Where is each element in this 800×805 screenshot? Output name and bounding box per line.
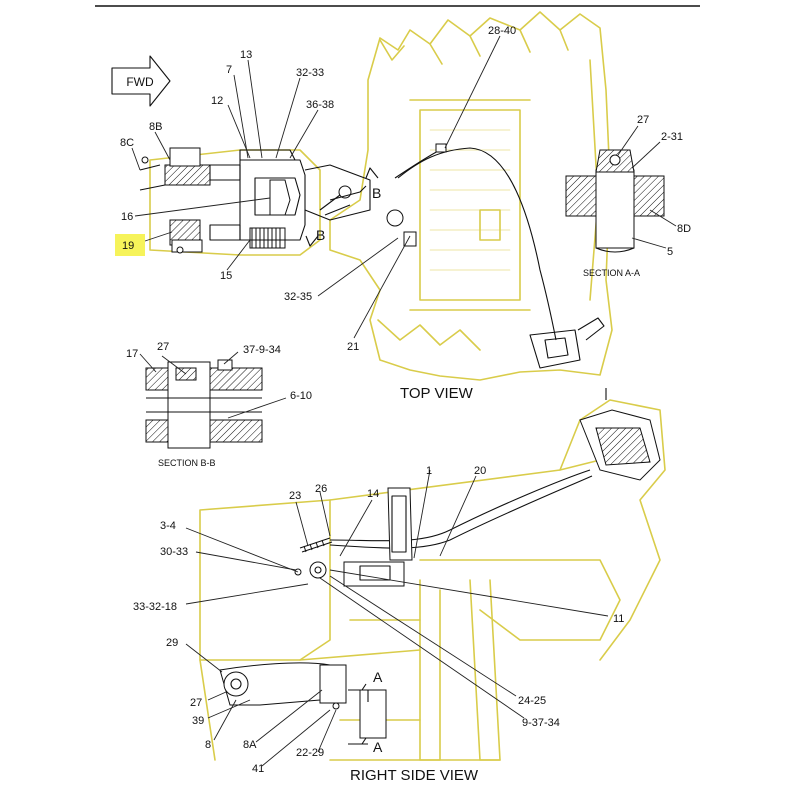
highlight-19 — [115, 234, 145, 256]
callout-20: 20 — [474, 465, 486, 477]
callout-12: 12 — [211, 95, 223, 107]
callout-15: 15 — [220, 270, 232, 282]
callout-41: 41 — [252, 763, 264, 775]
callout-aa-2-31: 2-31 — [661, 131, 683, 143]
callout-7: 7 — [226, 64, 232, 76]
callout-21: 21 — [347, 341, 359, 353]
fwd-label: FWD — [126, 75, 154, 89]
top-view-title: TOP VIEW — [400, 385, 474, 402]
section-aa — [565, 125, 677, 253]
fwd-arrow: FWD — [111, 55, 171, 107]
section-bb-title: SECTION B-B — [158, 458, 216, 468]
callout-aa-5: 5 — [667, 246, 673, 258]
section-bb — [139, 351, 287, 449]
callout-bb-27: 27 — [157, 341, 169, 353]
top-view: B B — [131, 11, 613, 381]
callout-26: 26 — [315, 483, 327, 495]
callout-19[interactable]: 19 — [122, 240, 134, 252]
callout-aa-8d: 8D — [677, 223, 691, 235]
callout-16: 16 — [121, 211, 133, 223]
callout-14: 14 — [367, 488, 379, 500]
callout-1: 1 — [426, 465, 432, 477]
callout-36-38: 36-38 — [306, 99, 334, 111]
callout-aa-27: 27 — [637, 114, 649, 126]
callout-39: 39 — [192, 715, 204, 727]
section-marker-a-upper: A — [373, 669, 383, 685]
section-marker-a-lower: A — [373, 739, 383, 755]
callout-24-25: 24-25 — [518, 695, 546, 707]
callout-23: 23 — [289, 490, 301, 502]
right-side-view-title: RIGHT SIDE VIEW — [350, 767, 479, 784]
callout-32-35: 32-35 — [284, 291, 312, 303]
callout-29: 29 — [166, 637, 178, 649]
section-marker-b-upper: B — [372, 185, 381, 201]
section-marker-b-lower: B — [316, 227, 325, 243]
callout-22-29: 22-29 — [296, 747, 324, 759]
control-cable — [397, 147, 557, 341]
callout-30-33: 30-33 — [160, 546, 188, 558]
section-aa-title: SECTION A-A — [583, 268, 640, 278]
callout-bb-17: 17 — [126, 348, 138, 360]
callout-9-37-34: 9-37-34 — [522, 717, 560, 729]
right-side-view — [185, 388, 666, 767]
callout-bb-6-10: 6-10 — [290, 390, 312, 402]
callout-11: 11 — [613, 613, 624, 625]
callout-8c: 8C — [120, 137, 134, 149]
callout-3-4: 3-4 — [160, 520, 176, 532]
callout-rs-27: 27 — [190, 697, 202, 709]
callout-8: 8 — [205, 739, 211, 751]
callout-13: 13 — [240, 49, 252, 61]
callout-8b: 8B — [149, 121, 162, 133]
callout-32-33: 32-33 — [296, 67, 324, 79]
callout-8a: 8A — [243, 739, 257, 751]
callout-33-32-18: 33-32-18 — [133, 601, 177, 613]
callout-28-40: 28-40 — [488, 25, 516, 37]
callout-bb-37-9-34: 37-9-34 — [243, 344, 281, 356]
